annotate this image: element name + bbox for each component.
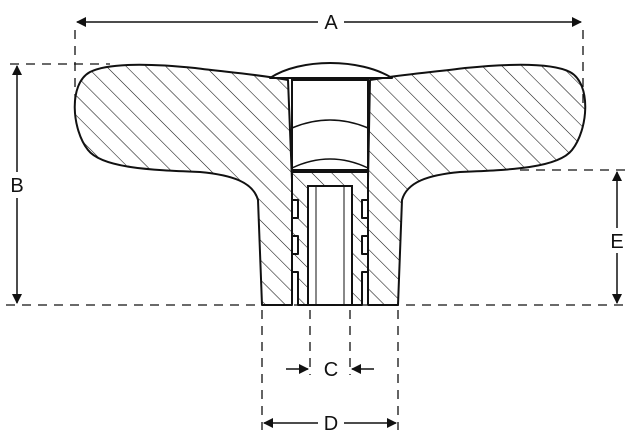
extension-lines [6, 30, 625, 430]
dimension-b: B [10, 65, 24, 304]
top-cap-recess [269, 62, 393, 79]
dimension-label-c: C [324, 359, 338, 381]
central-bore [307, 185, 353, 306]
knob-body-left-half [73, 63, 293, 306]
upper-bore [291, 79, 369, 171]
dimension-label-b: B [10, 175, 23, 197]
dimension-a: A [76, 12, 582, 34]
dimension-c: C [286, 359, 374, 381]
upper-bore-curve [291, 119, 369, 129]
dimension-d: D [263, 413, 397, 435]
dimension-label-e: E [610, 231, 623, 253]
dimension-label-a: A [324, 12, 338, 34]
knob-body-right-half [367, 63, 587, 306]
upper-bore-bottom-curve [291, 158, 369, 169]
dimension-e: E [610, 171, 624, 304]
dimension-label-d: D [324, 413, 338, 435]
